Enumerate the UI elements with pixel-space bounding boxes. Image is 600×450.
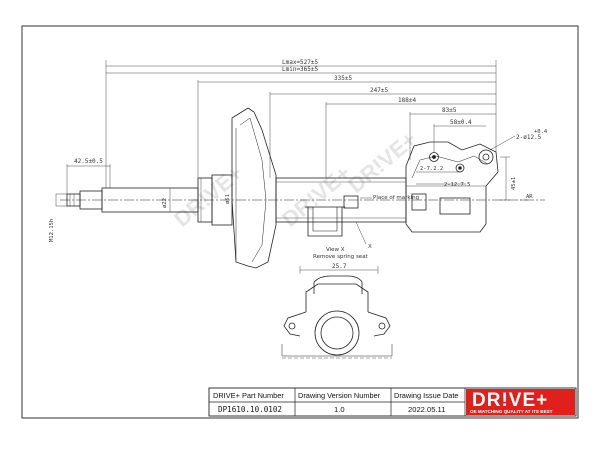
logo-tagline: OE MATCHING QUALITY AT ITS BEST xyxy=(470,409,553,414)
note-remove-spring-seat: Remove spring seat xyxy=(313,254,369,260)
dim-phi-22: ø22 xyxy=(162,198,168,208)
watermark-3: DR!VE+ xyxy=(343,126,421,197)
note-x-marker: X xyxy=(368,244,372,250)
dimension-lines xyxy=(55,60,528,212)
note-view-x: View X xyxy=(326,247,345,253)
dim-m12: M12.15h xyxy=(49,219,55,242)
title-block-part-number: DP1610.10.0102 xyxy=(218,405,282,414)
dim-2-7-2-2: 2-7.2.2 xyxy=(420,166,443,172)
view-x-arrow xyxy=(355,221,367,245)
dim-83: 83±5 xyxy=(442,107,457,114)
dim-2-12-7-5: 2-12.7.5 xyxy=(444,182,471,188)
dimension-texts: Lmax=527±5 Lmin=365±5 335±5 247±5 188±4 … xyxy=(49,59,548,270)
dim-188: 188±4 xyxy=(398,97,416,104)
title-block-issue-date: 2022.05.11 xyxy=(408,405,445,414)
dim-lmax: Lmax=527±5 xyxy=(282,59,319,66)
dim-42-5: 42.5±0.5 xyxy=(74,158,103,165)
dim-58: 58±0.4 xyxy=(450,119,472,126)
watermark-group: DR!VE+ DR!VE+ DR!VE+ xyxy=(169,126,421,231)
dim-ar: AR xyxy=(526,194,533,200)
title-block-col2-header: Drawing Version Number xyxy=(298,391,381,400)
watermark-1: DR!VE+ xyxy=(169,160,247,231)
title-block-col1-header: DRIVE+ Part Number xyxy=(213,391,284,400)
dim-lmin: Lmin=365±5 xyxy=(282,66,319,73)
shock-absorber-side-view xyxy=(60,107,545,269)
title-block-version: 1.0 xyxy=(334,405,345,414)
dim-247: 247±5 xyxy=(370,87,388,94)
dim-25-7: 25.7 xyxy=(332,263,347,270)
view-x-drawing xyxy=(281,266,393,359)
dim-45: 45±1 xyxy=(511,177,517,190)
dim-phi-51: ø51 xyxy=(225,194,231,204)
note-place-of-marking: Place of marking xyxy=(373,195,419,201)
title-block-col3-header: Drawing Issue Date xyxy=(394,391,459,400)
logo-background xyxy=(466,389,575,415)
title-block: DRIVE+ Part Number Drawing Version Numbe… xyxy=(208,387,577,417)
dim-2-phi-12-5-tol: +0.4 xyxy=(534,129,548,135)
dim-335: 335±5 xyxy=(334,75,352,82)
drawing-frame xyxy=(21,25,579,419)
note-place-of-marking-text: Place of marking xyxy=(373,195,419,201)
dim-2-phi-12-5: 2-ø12.5 xyxy=(516,134,542,141)
logo-brand: DR!VE+ xyxy=(472,390,548,411)
